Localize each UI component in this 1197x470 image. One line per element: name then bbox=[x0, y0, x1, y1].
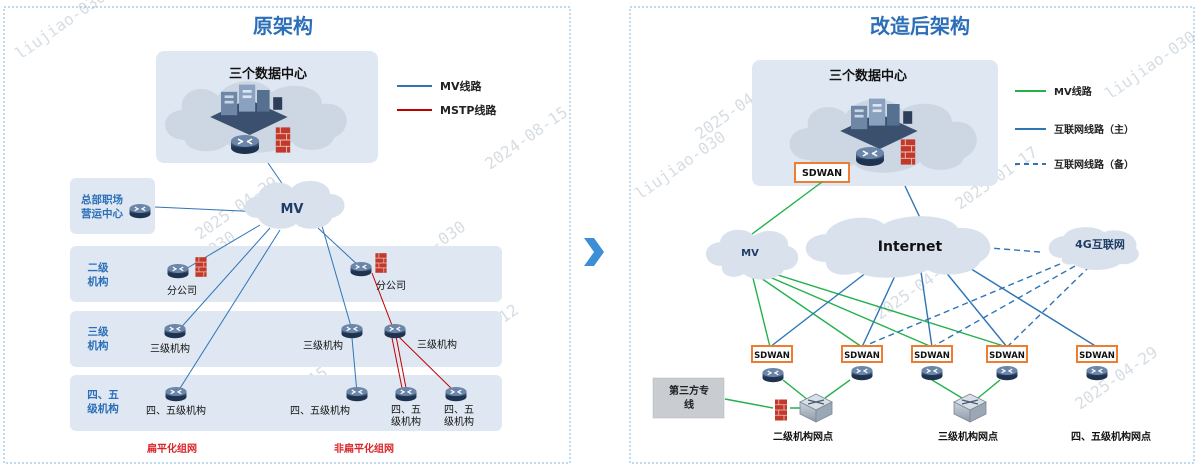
router-icon bbox=[128, 203, 152, 219]
band-level45-label-l2: 级机构 bbox=[87, 402, 119, 415]
band-level3-label-l2: 机构 bbox=[88, 339, 109, 352]
sdwan-label: SDWAN bbox=[754, 351, 790, 361]
chevron-right-icon bbox=[584, 238, 604, 266]
router-icon bbox=[230, 134, 260, 155]
firewall-icon bbox=[774, 399, 788, 421]
hq-label-line2: 营运中心 bbox=[81, 207, 123, 220]
sdwan-label: SDWAN bbox=[844, 351, 880, 361]
firewall-icon bbox=[900, 138, 916, 166]
hq-box bbox=[70, 178, 155, 234]
l45-a-label: 四、五级机构 bbox=[146, 404, 206, 417]
sdwan-node-1: SDWAN bbox=[751, 345, 793, 383]
band-level3 bbox=[70, 311, 502, 367]
site-level2-label: 二级机构网点 bbox=[773, 430, 833, 443]
l45-d-label-l1: 四、五 bbox=[444, 405, 474, 416]
4g-cloud bbox=[1048, 227, 1139, 270]
l3-c-label: 三级机构 bbox=[417, 338, 457, 351]
band-level3-label-l1: 三级 bbox=[88, 325, 109, 338]
site-level45-label: 四、五级机构网点 bbox=[1071, 430, 1151, 443]
router-icon bbox=[340, 323, 364, 339]
right-mv-label: MV bbox=[741, 248, 759, 259]
right-panel: 改造后架构 三个数据中心 SDWAN MV线路 互联网线路（主） 互联网线路（备… bbox=[629, 6, 1195, 464]
left-mv-cloud bbox=[244, 180, 345, 229]
band-level2 bbox=[70, 246, 502, 302]
band-level45-label-l1: 四、五 bbox=[87, 389, 119, 401]
branch-right-label: 分公司 bbox=[376, 280, 406, 292]
sdwan-label: SDWAN bbox=[1079, 351, 1115, 361]
router-icon bbox=[1085, 365, 1109, 381]
sdwan-node-5: SDWAN bbox=[1076, 345, 1118, 381]
4g-label: 4G互联网 bbox=[1075, 237, 1125, 251]
sdwan-label: SDWAN bbox=[989, 351, 1025, 361]
router-icon bbox=[444, 386, 468, 402]
router-icon bbox=[164, 386, 188, 402]
left-mv-label: MV bbox=[281, 202, 304, 217]
router-icon bbox=[855, 146, 885, 167]
band-level2-label-l1: 二级 bbox=[88, 261, 109, 274]
router-icon bbox=[995, 365, 1019, 381]
left-mv-links bbox=[154, 162, 361, 394]
internet-label: Internet bbox=[878, 239, 943, 255]
third-party-label-l2: 线 bbox=[684, 398, 694, 411]
right-dc-label: 三个数据中心 bbox=[829, 68, 907, 84]
legend-internet-main-label: 互联网线路（主） bbox=[1054, 123, 1134, 136]
sdwan-label: SDWAN bbox=[914, 351, 950, 361]
left-title: 原架构 bbox=[253, 14, 313, 38]
left-mstp-links bbox=[371, 272, 457, 394]
router-icon bbox=[920, 365, 944, 381]
internet-cloud bbox=[805, 216, 991, 278]
l45-c-label-l2: 级机构 bbox=[391, 415, 421, 428]
left-dc-label: 三个数据中心 bbox=[229, 66, 307, 82]
watermark-text: liujiao-030 bbox=[11, 0, 109, 63]
third-party-label-l1: 第三方专 bbox=[669, 384, 709, 397]
hq-label-line1: 总部职场 bbox=[81, 193, 123, 206]
router-icon bbox=[761, 367, 785, 383]
sdwan-node-3: SDWAN bbox=[911, 345, 953, 381]
left-panel-border bbox=[3, 6, 571, 464]
firewall-icon bbox=[375, 252, 387, 274]
switch-icon bbox=[953, 393, 987, 423]
right-mv-links bbox=[751, 181, 1008, 348]
router-icon bbox=[166, 263, 190, 279]
legend-mv-label: MV线路 bbox=[440, 79, 482, 93]
l3-a-label: 三级机构 bbox=[150, 342, 190, 355]
l45-b-label: 四、五级机构 bbox=[290, 404, 350, 417]
legend-internet-backup-label: 互联网线路（备） bbox=[1054, 158, 1134, 171]
sdwan-node-2: SDWAN bbox=[841, 345, 883, 381]
router-icon bbox=[163, 323, 187, 339]
right-dc-sdwan-label: SDWAN bbox=[802, 168, 842, 179]
legend-mv-label: MV线路 bbox=[1054, 85, 1093, 98]
nonflat-network-label: 非扁平化组网 bbox=[334, 442, 394, 455]
router-icon bbox=[383, 323, 407, 339]
left-panel: 原架构 三个数据中心 MV线路 MSTP线路 总部职场 营运中心 二级 机构 三… bbox=[3, 6, 571, 464]
right-local-links bbox=[724, 379, 1001, 409]
right-internet-main-links bbox=[769, 185, 1098, 348]
band-level2-label-l2: 机构 bbox=[88, 275, 109, 288]
l3-b-label: 三级机构 bbox=[303, 339, 343, 352]
router-icon bbox=[349, 261, 373, 277]
watermark-text: liujiao-030 bbox=[1101, 27, 1197, 103]
legend-mstp-label: MSTP线路 bbox=[440, 103, 497, 117]
sdwan-node-4: SDWAN bbox=[986, 345, 1028, 381]
watermark-text: liujiao-030 bbox=[631, 127, 729, 203]
router-icon bbox=[345, 386, 369, 402]
router-icon bbox=[394, 386, 418, 402]
band-level45 bbox=[70, 375, 502, 431]
site-level3-label: 三级机构网点 bbox=[938, 430, 998, 443]
branch-left-label: 分公司 bbox=[167, 285, 197, 297]
firewall-icon bbox=[195, 256, 207, 278]
third-party-box bbox=[652, 377, 725, 419]
router-icon bbox=[850, 365, 874, 381]
flat-network-label: 扁平化组网 bbox=[147, 442, 197, 455]
firewall-icon bbox=[275, 126, 291, 154]
l45-d-label-l2: 级机构 bbox=[444, 415, 474, 428]
l45-c-label-l1: 四、五 bbox=[391, 405, 421, 416]
right-panel-border bbox=[629, 6, 1195, 464]
right-mv-cloud bbox=[705, 229, 799, 280]
right-title: 改造后架构 bbox=[870, 14, 970, 38]
